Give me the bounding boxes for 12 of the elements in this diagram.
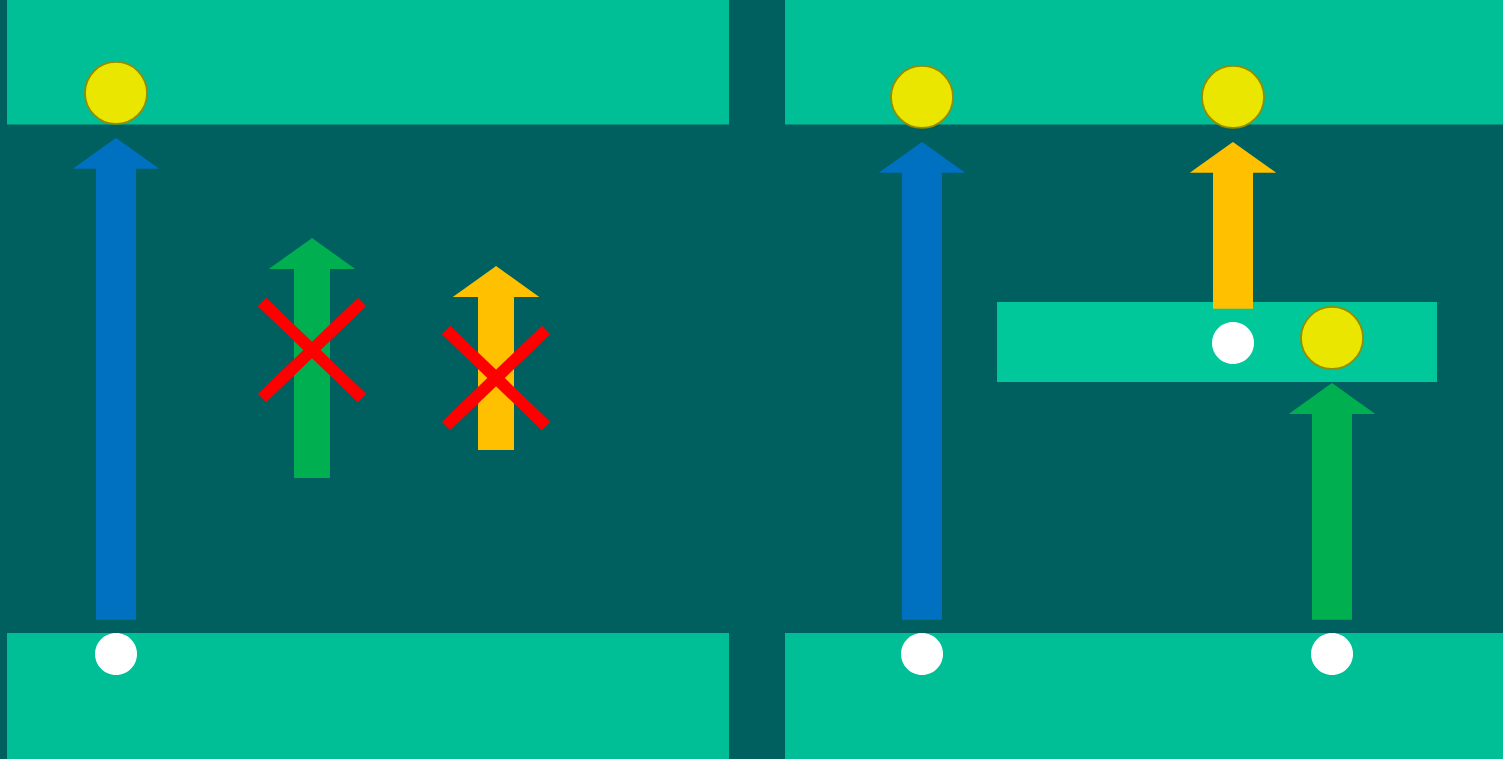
energy-band [7, 633, 729, 759]
hole [1212, 322, 1254, 364]
electron [1300, 306, 1364, 370]
electron [84, 61, 148, 125]
energy-band [785, 0, 1503, 125]
energy-band [7, 0, 729, 125]
hole [95, 633, 137, 675]
energy-band [785, 633, 1503, 759]
hole [901, 633, 943, 675]
electron [1201, 65, 1265, 129]
hole [1311, 633, 1353, 675]
electron [890, 65, 954, 129]
